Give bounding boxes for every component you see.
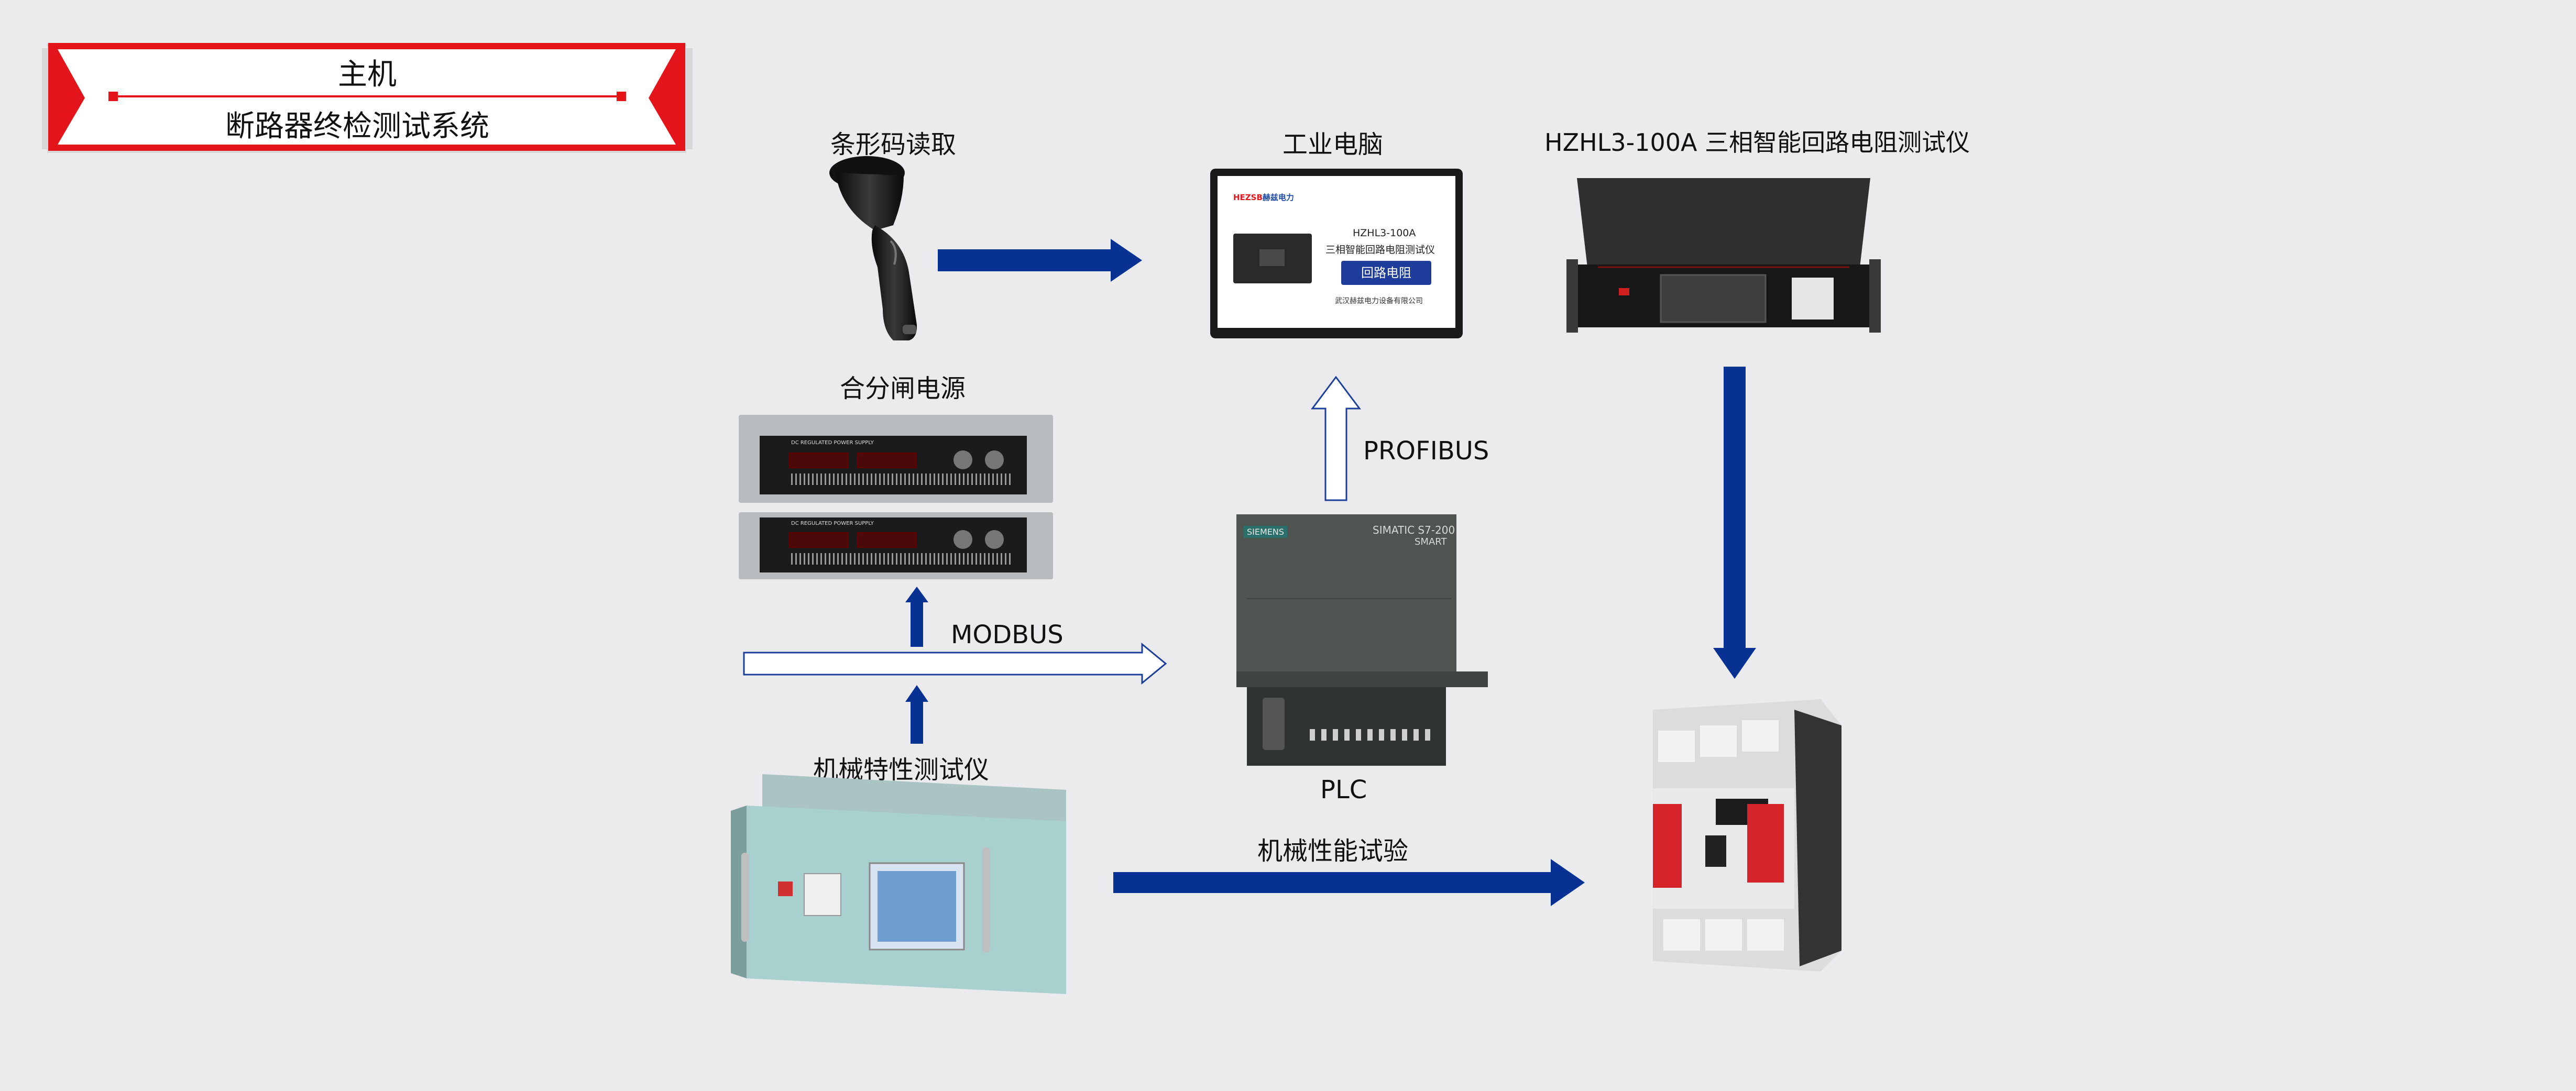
power-display-c bbox=[788, 532, 848, 548]
plc-series: SMART bbox=[1415, 536, 1447, 547]
arrow-mech-to-breaker bbox=[1113, 859, 1585, 906]
label-barcode: 条形码读取 bbox=[830, 130, 957, 159]
plc-port bbox=[1263, 698, 1285, 750]
arrow-profibus bbox=[1311, 376, 1361, 501]
label-mech-test: 机械性能试验 bbox=[1257, 836, 1409, 866]
arrow-modbus bbox=[743, 642, 1167, 685]
pc-screen: HEZSB赫兹电力 HZHL3-100A 三相智能回路电阻测试仪 回路电阻 武汉… bbox=[1218, 176, 1455, 328]
power-panel-upper: DC REGULATED POWER SUPPLY bbox=[760, 436, 1027, 494]
plc-rail bbox=[1236, 671, 1488, 687]
power-knob-b bbox=[985, 450, 1004, 469]
plc-brand: SIEMENS bbox=[1244, 526, 1288, 538]
arrow-tester-to-breaker bbox=[1713, 367, 1756, 679]
mech-tester-image bbox=[731, 774, 1066, 994]
label-pc: 工业电脑 bbox=[1282, 130, 1384, 159]
plc-device: SIEMENS SIMATIC S7-200 SMART bbox=[1236, 514, 1488, 770]
power-knob-a bbox=[953, 450, 972, 469]
screen-brand: HEZSB赫兹电力 bbox=[1233, 192, 1294, 203]
screen-button[interactable]: 回路电阻 bbox=[1341, 261, 1431, 285]
screen-brand-en: HEZSB bbox=[1233, 193, 1263, 202]
power-display-d bbox=[857, 532, 916, 548]
power-knob-d bbox=[985, 530, 1004, 549]
loop-resistance-tester-image bbox=[1566, 178, 1881, 333]
screen-device-thumb bbox=[1233, 234, 1312, 283]
power-supply-lower: DC REGULATED POWER SUPPLY bbox=[739, 512, 1053, 579]
power-panel-lower: DC REGULATED POWER SUPPLY bbox=[760, 517, 1027, 572]
label-profibus: PROFIBUS bbox=[1363, 436, 1489, 466]
label-modbus: MODBUS bbox=[951, 620, 1064, 649]
banner-title: 主机 bbox=[338, 58, 397, 92]
banner-subtitle: 断路器终检测试系统 bbox=[225, 109, 489, 144]
label-tester: HZHL3-100A 三相智能回路电阻测试仪 bbox=[1544, 128, 1970, 157]
barcode-scanner-image bbox=[829, 156, 917, 340]
plc-terminals bbox=[1310, 729, 1435, 741]
power-vent bbox=[791, 473, 1011, 485]
industrial-pc: HEZSB赫兹电力 HZHL3-100A 三相智能回路电阻测试仪 回路电阻 武汉… bbox=[1210, 169, 1463, 338]
screen-thumb-display bbox=[1259, 249, 1285, 266]
power-display-a bbox=[788, 453, 848, 468]
plc-model: SIMATIC S7-200 bbox=[1373, 524, 1455, 536]
screen-company: 武汉赫兹电力设备有限公司 bbox=[1335, 297, 1423, 305]
power-display-b bbox=[857, 453, 916, 468]
screen-model: HZHL3-100A bbox=[1353, 227, 1416, 239]
plc-body: SIEMENS SIMATIC S7-200 SMART bbox=[1236, 514, 1456, 671]
label-plc: PLC bbox=[1320, 775, 1367, 805]
screen-brand-cn: 赫兹电力 bbox=[1262, 193, 1294, 202]
arrow-scanner-to-pc bbox=[938, 239, 1142, 282]
screen-name: 三相智能回路电阻测试仪 bbox=[1325, 244, 1435, 256]
label-power: 合分闸电源 bbox=[840, 374, 966, 403]
power-vent-lower bbox=[791, 553, 1011, 565]
power-supply-upper: DC REGULATED POWER SUPPLY bbox=[739, 415, 1053, 503]
plc-groove bbox=[1247, 598, 1451, 610]
circuit-breaker-image bbox=[1653, 699, 1841, 972]
power-knob-c bbox=[953, 530, 972, 549]
power-panel-text-lower: DC REGULATED POWER SUPPLY bbox=[791, 521, 874, 526]
power-panel-text-upper: DC REGULATED POWER SUPPLY bbox=[791, 440, 874, 446]
title-banner bbox=[42, 43, 693, 153]
arrow-up-mech bbox=[905, 685, 928, 744]
arrow-up-power bbox=[905, 587, 928, 647]
plc-bottom bbox=[1247, 687, 1446, 766]
